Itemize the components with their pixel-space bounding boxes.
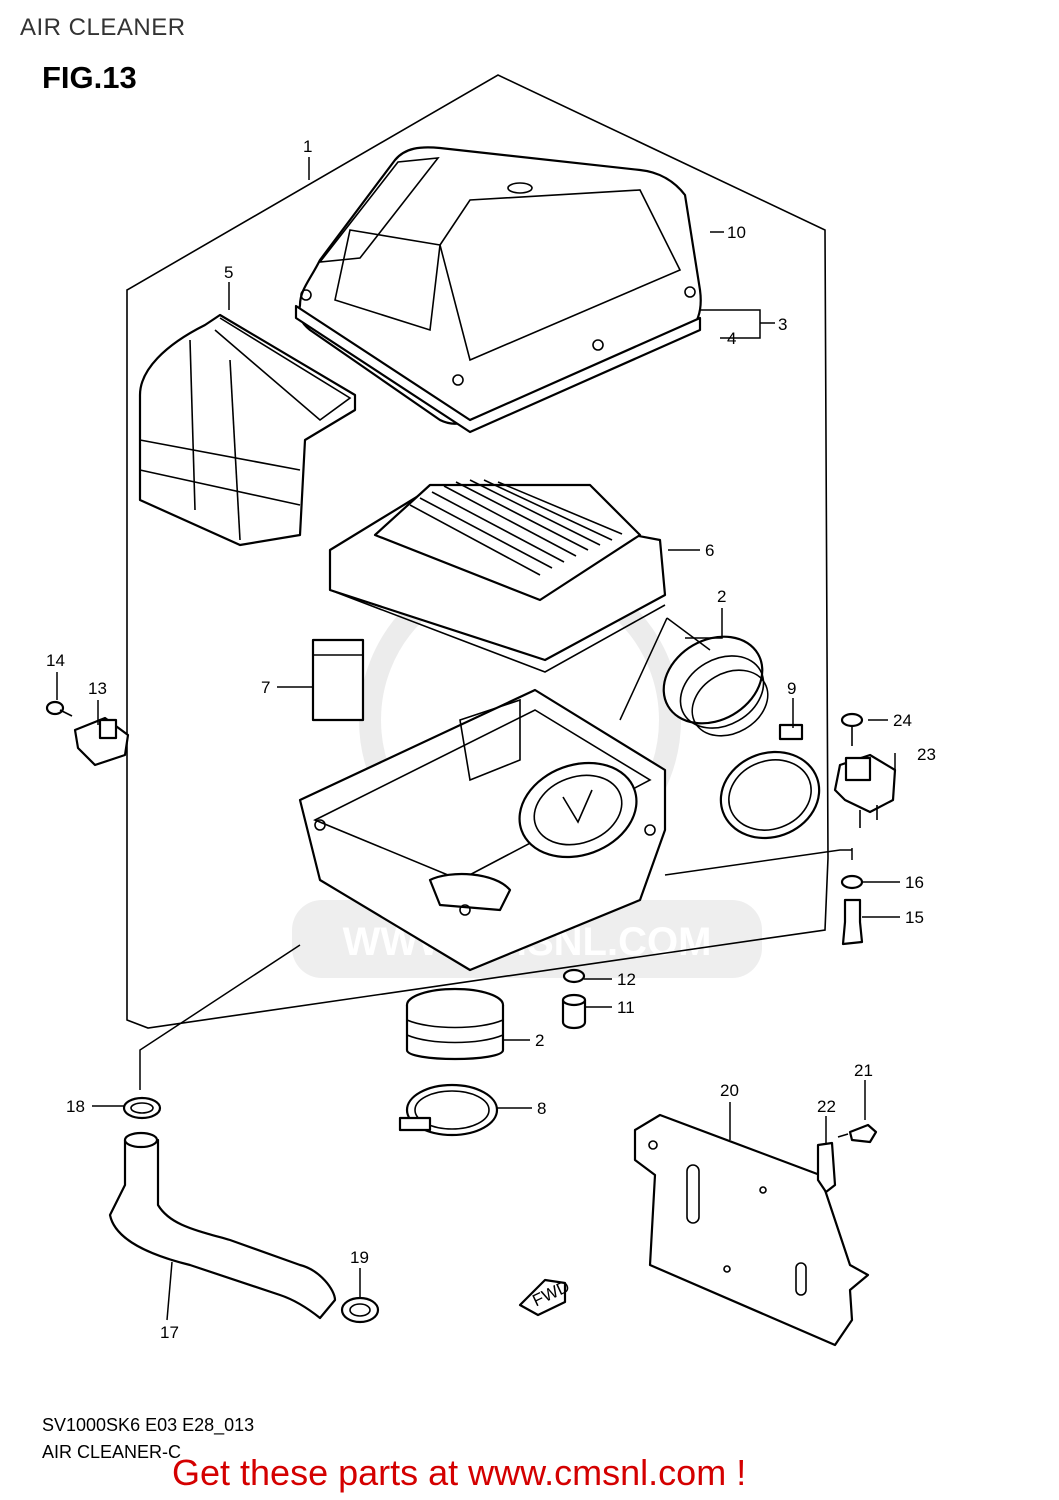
forward-arrow-icon: FWD [518,1277,573,1317]
sensor-part-13 [73,716,130,767]
clamp-part-18 [122,1096,162,1120]
o-ring-part-12 [562,968,586,984]
callout-18: 18 [66,1097,85,1116]
callout-23: 23 [917,745,936,764]
plate-part-20 [633,1113,870,1347]
clamp-part-8 [398,1083,499,1137]
clamp-part-9 [719,723,821,840]
callout-numbers: 1 5 10 3 4 6 2 7 9 24 23 14 13 16 15 12 … [46,137,936,1342]
rivet-part-21 [837,1123,878,1144]
drain-hose-part-17 [108,1131,337,1320]
callout-12: 12 [617,970,636,989]
callout-15: 15 [905,908,924,927]
callout-19: 19 [350,1248,369,1267]
figure-label: FIG.13 [42,60,137,95]
inlet-sleeve-lower [405,987,505,1061]
washer-part-16 [840,874,864,890]
model-code: SV1000SK6 E03 E28_013 [42,1415,255,1435]
screw-part-24 [840,712,864,746]
sensor-part-23 [833,753,897,828]
callout-24: 24 [893,711,912,730]
callout-22: 22 [817,1097,836,1116]
diagram-subtitle: AIR CLEANER-C [42,1442,182,1462]
sensor-part-15 [841,898,864,946]
callout-17: 17 [160,1323,179,1342]
callout-11: 11 [617,998,635,1017]
leader-lines [56,157,900,1321]
callout-2-upper: 2 [717,587,726,606]
air-cleaner-case [298,688,667,972]
block-part-7 [311,638,365,722]
callout-2-lower: 2 [535,1031,544,1050]
clamp-part-19 [340,1296,380,1324]
callout-21: 21 [854,1061,873,1080]
callout-3: 3 [778,315,787,334]
callout-5: 5 [224,263,233,282]
air-cleaner-cover [294,146,702,434]
promo-link-text[interactable]: Get these parts at www.cmsnl.com ! [172,1452,747,1493]
assembly-outline [126,74,829,1029]
callout-8: 8 [537,1099,546,1118]
callout-6: 6 [705,541,714,560]
callout-1: 1 [303,137,312,156]
callout-14: 14 [46,651,65,670]
callout-20: 20 [720,1081,739,1100]
screw-part-14 [45,700,73,717]
callout-4: 4 [727,329,736,348]
cap-part-11 [561,993,587,1030]
callout-9: 9 [787,679,796,698]
callout-16: 16 [905,873,924,892]
intake-duct [138,313,357,547]
page-title: AIR CLEANER [20,14,186,41]
filter-element [328,479,667,673]
inlet-sleeve-upper [662,635,769,737]
callout-10: 10 [727,223,746,242]
callout-13: 13 [88,679,107,698]
bracket-part-22 [816,1141,837,1194]
callout-7: 7 [261,678,270,697]
